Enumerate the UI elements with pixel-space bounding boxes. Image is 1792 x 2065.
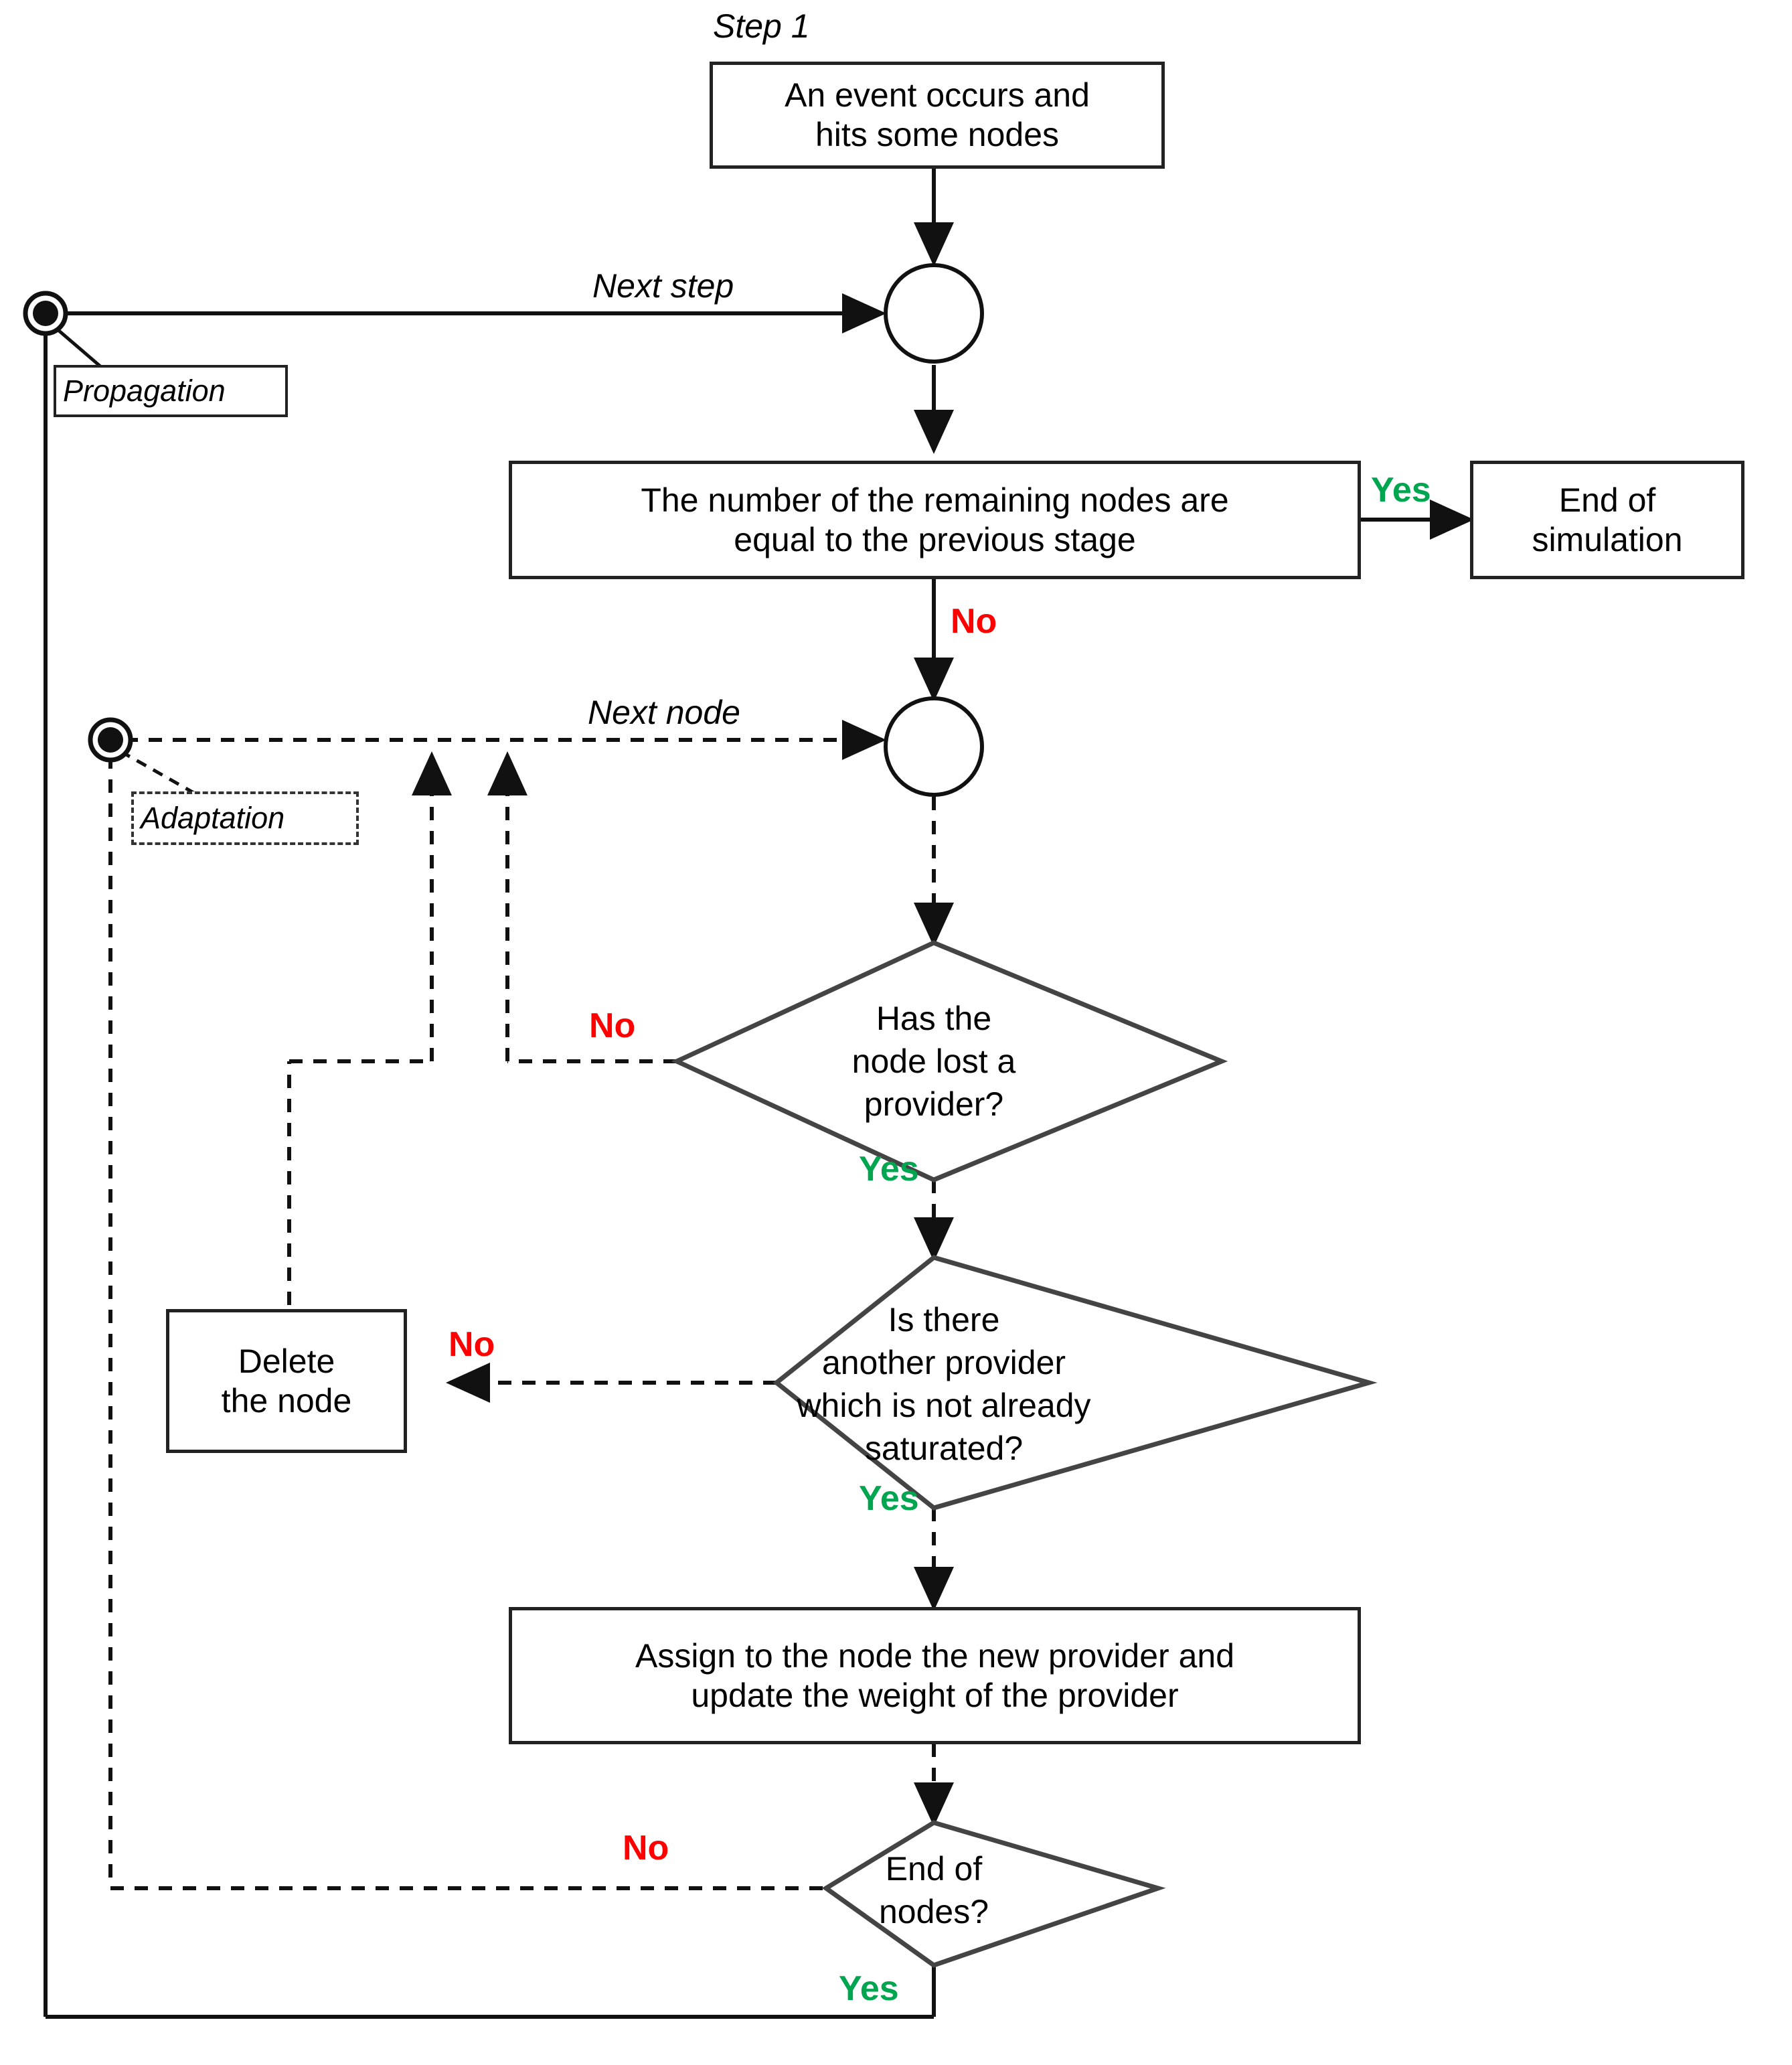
yes-label-another-provider: Yes [859,1479,919,1518]
box-remaining-line1: The number of the remaining nodes are [641,481,1229,519]
decision-another-provider-text: Is there another provider which is not a… [797,1301,1091,1467]
step-1-caption: Step 1 [713,7,810,45]
decision-end-of-nodes [821,1820,1166,1968]
edge-label-next-step: Next step [592,267,734,305]
box-end-sim-line2: simulation [1532,520,1683,558]
step-merge-circle [884,263,984,364]
no-label-remaining-nodes: No [951,602,997,641]
box-event-occurs-line1: An event occurs and [785,76,1090,114]
label-adaptation-text: Adaptation [141,801,285,836]
box-remaining-nodes-equal[interactable]: The number of the remaining nodes are eq… [509,461,1361,579]
yes-label-end-simulation: Yes [1371,471,1431,510]
yes-label-lost-provider: Yes [859,1150,919,1189]
no-label-lost-provider: No [589,1006,636,1045]
box-end-of-simulation[interactable]: End of simulation [1470,461,1744,579]
edge-label-next-node: Next node [588,694,740,731]
adaptation-start-marker [88,717,133,763]
decision-end-of-nodes-text: End of nodes? [878,1850,989,1930]
box-remaining-line2: equal to the previous stage [734,520,1136,558]
decision-has-node-lost-provider [671,940,1228,1182]
box-assign-line2: update the weight of the provider [691,1676,1179,1714]
propagation-start-marker [23,291,68,336]
box-delete-the-node[interactable]: Delete the node [166,1309,407,1453]
no-label-another-provider: No [449,1325,495,1364]
box-delete-line1: Delete [238,1342,335,1380]
no-label-end-of-nodes: No [623,1829,669,1867]
box-end-sim-line1: End of [1558,481,1656,519]
box-delete-line2: the node [221,1381,352,1420]
label-adaptation[interactable]: Adaptation [131,791,359,845]
yes-label-end-of-nodes: Yes [839,1969,899,2008]
box-event-occurs-line2: hits some nodes [815,116,1060,153]
decision-lost-provider-text: Has the node lost a provider? [851,1000,1016,1123]
decision-another-provider [772,1255,1378,1511]
label-propagation-text: Propagation [63,374,226,408]
box-assign-new-provider[interactable]: Assign to the node the new provider and … [509,1607,1361,1744]
node-merge-circle [884,696,984,797]
box-event-occurs[interactable]: An event occurs and hits some nodes [710,62,1165,169]
label-propagation[interactable]: Propagation [54,365,288,417]
box-assign-line1: Assign to the node the new provider and [635,1636,1235,1675]
